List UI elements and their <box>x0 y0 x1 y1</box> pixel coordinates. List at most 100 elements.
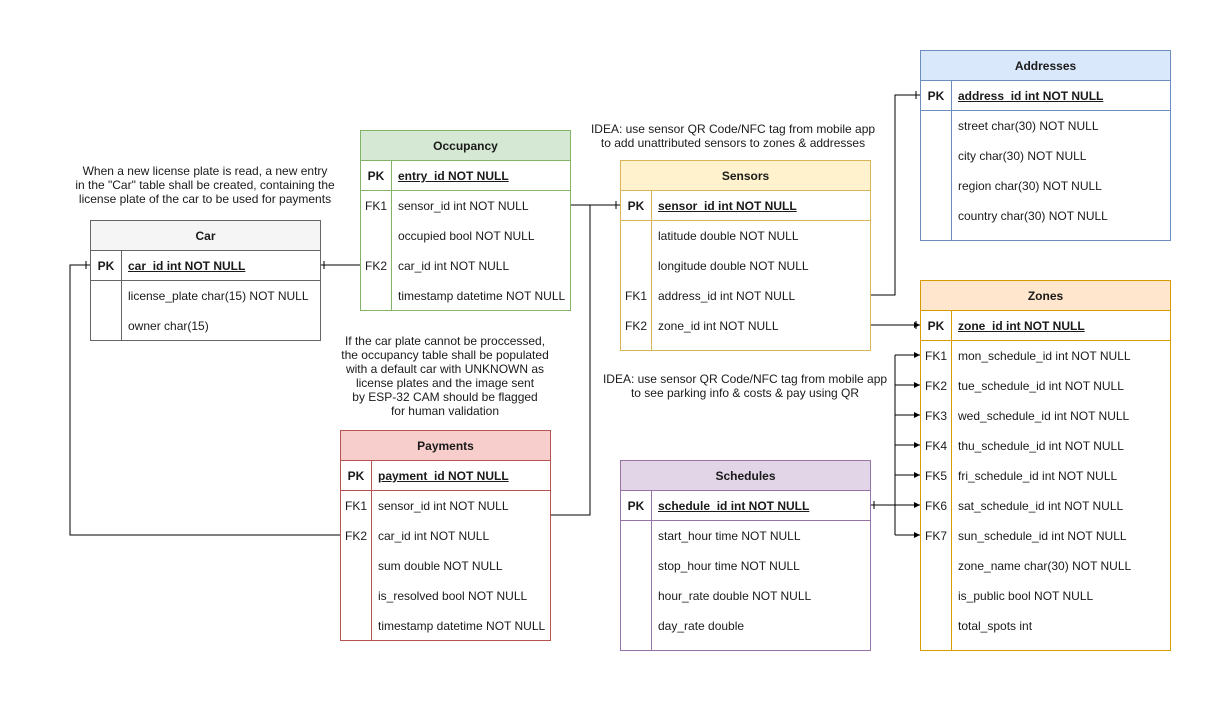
occupancy-field-row[interactable]: timestamp datetime NOT NULL <box>361 281 570 311</box>
key-label: PK <box>927 319 945 333</box>
field-label: address_id int NOT NULL <box>958 89 1104 103</box>
key-label: FK2 <box>924 379 947 393</box>
addresses-field-row[interactable]: street char(30) NOT NULL <box>921 111 1170 141</box>
zones-field-row[interactable]: FK3 wed_schedule_id int NOT NULL <box>921 401 1170 431</box>
car-table-title: Car <box>91 221 320 251</box>
sensors-field-row[interactable]: longitude double NOT NULL <box>621 251 870 281</box>
zones-field-row[interactable]: zone_name char(30) NOT NULL <box>921 551 1170 581</box>
schedules-field-row[interactable]: day_rate double <box>621 611 870 641</box>
payments-field-row[interactable]: PK payment_id NOT NULL <box>341 461 550 491</box>
note-plate: If the car plate cannot be proccessed, t… <box>341 334 549 418</box>
schedules-field-row[interactable]: start_hour time NOT NULL <box>621 521 870 551</box>
occupancy-field-row[interactable]: FK1 sensor_id int NOT NULL <box>361 191 570 221</box>
payments-field-row[interactable]: is_resolved bool NOT NULL <box>341 581 550 611</box>
field-label: fri_schedule_id int NOT NULL <box>958 469 1118 483</box>
addresses-field-row[interactable]: region char(30) NOT NULL <box>921 171 1170 201</box>
addresses-field-row[interactable]: country char(30) NOT NULL <box>921 201 1170 231</box>
key-label: FK3 <box>924 409 947 423</box>
key-label: FK7 <box>924 529 947 543</box>
field-label: hour_rate double NOT NULL <box>658 589 812 603</box>
connector-sensors-zones <box>870 321 920 329</box>
field-label: car_id int NOT NULL <box>128 259 246 273</box>
car-field-row[interactable]: owner char(15) <box>91 311 320 341</box>
key-label: FK2 <box>364 259 387 273</box>
field-label: car_id int NOT NULL <box>398 259 510 273</box>
field-label: street char(30) NOT NULL <box>958 119 1099 133</box>
field-label: sum double NOT NULL <box>378 559 503 573</box>
zones-field-row[interactable]: FK1 mon_schedule_id int NOT NULL <box>921 341 1170 371</box>
schedules-table-title: Schedules <box>621 461 870 491</box>
field-label: wed_schedule_id int NOT NULL <box>958 409 1130 423</box>
addresses-key-column-divider <box>951 81 952 240</box>
key-label: PK <box>347 469 365 483</box>
key-label: FK4 <box>924 439 947 453</box>
connector-sensors-addresses <box>870 91 920 296</box>
field-label: city char(30) NOT NULL <box>958 149 1087 163</box>
sensors-field-row[interactable]: latitude double NOT NULL <box>621 221 870 251</box>
key-label: FK1 <box>924 349 947 363</box>
zones-field-row[interactable]: is_public bool NOT NULL <box>921 581 1170 611</box>
zones-field-row[interactable]: FK5 fri_schedule_id int NOT NULL <box>921 461 1170 491</box>
occupancy-field-row[interactable]: occupied bool NOT NULL <box>361 221 570 251</box>
field-label: sun_schedule_id int NOT NULL <box>958 529 1127 543</box>
connector-payments-sensors <box>550 204 620 516</box>
field-label: is_resolved bool NOT NULL <box>378 589 528 603</box>
field-label: entry_id NOT NULL <box>398 169 509 183</box>
connector-payments-car <box>69 261 340 536</box>
field-label: sensor_id int NOT NULL <box>398 199 529 213</box>
field-label: is_public bool NOT NULL <box>958 589 1094 603</box>
zones-field-row[interactable]: FK7 sun_schedule_id int NOT NULL <box>921 521 1170 551</box>
field-label: occupied bool NOT NULL <box>398 229 535 243</box>
field-label: longitude double NOT NULL <box>658 259 809 273</box>
field-label: owner char(15) <box>128 319 209 333</box>
payments-field-row[interactable]: timestamp datetime NOT NULL <box>341 611 550 641</box>
field-label: region char(30) NOT NULL <box>958 179 1102 193</box>
payments-field-row[interactable]: FK2 car_id int NOT NULL <box>341 521 550 551</box>
field-label: latitude double NOT NULL <box>658 229 799 243</box>
car-field-row[interactable]: license_plate char(15) NOT NULL <box>91 281 320 311</box>
zones-table-title: Zones <box>921 281 1170 311</box>
field-label: zone_name char(30) NOT NULL <box>958 559 1132 573</box>
field-label: sat_schedule_id int NOT NULL <box>958 499 1124 513</box>
key-label: PK <box>627 499 645 513</box>
field-label: stop_hour time NOT NULL <box>658 559 800 573</box>
key-label: FK2 <box>624 319 647 333</box>
occupancy-field-row[interactable]: FK2 car_id int NOT NULL <box>361 251 570 281</box>
zones-field-row[interactable]: FK6 sat_schedule_id int NOT NULL <box>921 491 1170 521</box>
payments-field-row[interactable]: sum double NOT NULL <box>341 551 550 581</box>
field-label: mon_schedule_id int NOT NULL <box>958 349 1131 363</box>
key-label: FK2 <box>344 529 367 543</box>
occupancy-key-column-divider <box>391 161 392 310</box>
car-key-column-divider <box>121 251 122 340</box>
schedules-field-row[interactable]: stop_hour time NOT NULL <box>621 551 870 581</box>
key-label: FK6 <box>924 499 947 513</box>
field-label: payment_id NOT NULL <box>378 469 509 483</box>
note-idea-sensors: IDEA: use sensor QR Code/NFC tag from mo… <box>590 122 876 150</box>
addresses-field-row[interactable]: city char(30) NOT NULL <box>921 141 1170 171</box>
key-label: FK1 <box>364 199 387 213</box>
field-label: car_id int NOT NULL <box>378 529 490 543</box>
zones-field-row[interactable]: total_spots int <box>921 611 1170 641</box>
schedules-field-row[interactable]: hour_rate double NOT NULL <box>621 581 870 611</box>
field-label: timestamp datetime NOT NULL <box>398 289 566 303</box>
key-label: FK5 <box>924 469 947 483</box>
key-label: FK1 <box>344 499 367 513</box>
